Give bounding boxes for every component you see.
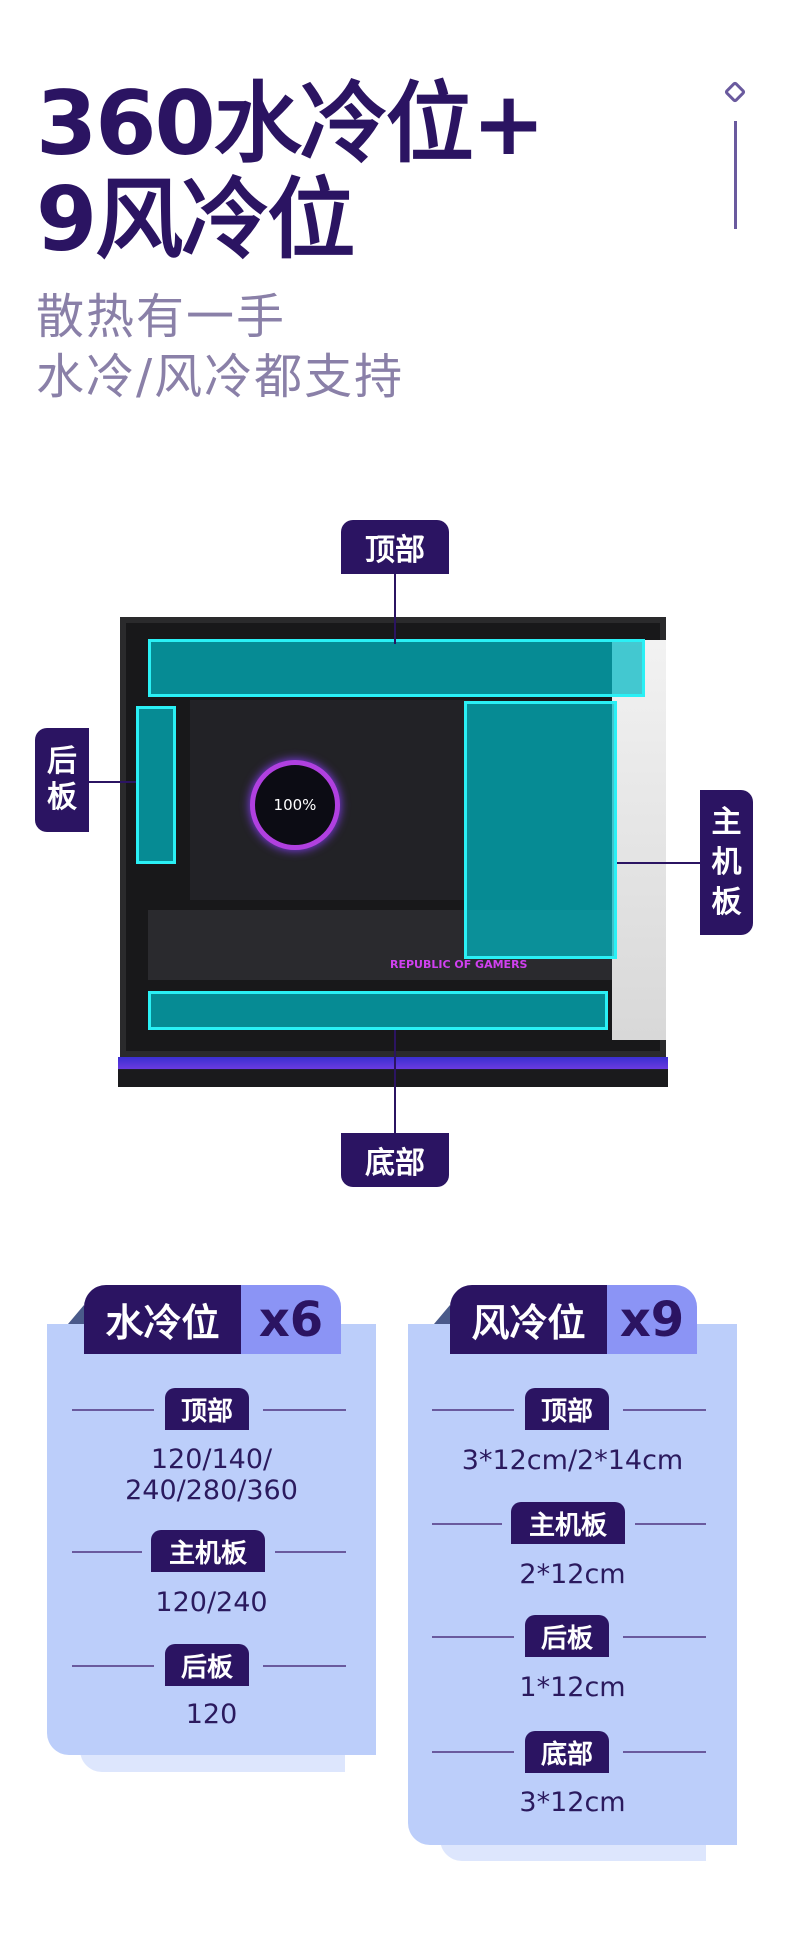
divider: [623, 1751, 706, 1753]
divider: [432, 1523, 502, 1525]
connector-top: [394, 574, 396, 644]
water-card-title: 水冷位: [84, 1285, 241, 1354]
divider: [635, 1523, 706, 1525]
divider: [623, 1409, 706, 1411]
water-value-motherboard: 120/240: [155, 1587, 268, 1618]
cooler-pump: 100%: [250, 760, 340, 850]
air-label-bottom: 底部: [525, 1731, 609, 1773]
label-mb-char1: 主: [711, 804, 742, 840]
air-card-count: x9: [607, 1285, 697, 1354]
rog-text: REPUBLIC OF GAMERS: [390, 958, 528, 971]
divider: [432, 1409, 514, 1411]
label-top: 顶部: [341, 520, 449, 574]
subtitle-line1: 散热有一手: [36, 289, 287, 345]
air-value-rear: 1*12cm: [519, 1672, 626, 1703]
water-label-motherboard: 主机板: [151, 1530, 265, 1572]
air-label-top: 顶部: [525, 1388, 609, 1430]
water-card-fold: [68, 1305, 84, 1324]
headline-line1: 360水冷位+: [36, 72, 545, 175]
divider: [72, 1409, 154, 1411]
label-rear: 后板: [35, 728, 89, 832]
air-label-motherboard: 主机板: [511, 1502, 625, 1544]
air-card-fold: [434, 1305, 450, 1324]
divider: [432, 1751, 514, 1753]
divider: [275, 1551, 346, 1553]
label-motherboard: 主机板: [700, 790, 753, 935]
water-value-rear: 120: [185, 1699, 238, 1730]
connector-bottom: [394, 1030, 396, 1133]
diamond-icon: [723, 80, 747, 104]
air-label-rear: 后板: [525, 1615, 609, 1657]
air-value-motherboard: 2*12cm: [519, 1559, 626, 1590]
divider: [72, 1665, 154, 1667]
water-value-top-2: 240/280/360: [125, 1475, 298, 1506]
label-rear-char2: 板: [47, 780, 77, 815]
case-stand: [118, 1057, 668, 1087]
water-value-top: 120/140/: [150, 1444, 273, 1475]
water-label-top: 顶部: [165, 1388, 249, 1430]
label-bottom: 底部: [341, 1133, 449, 1187]
headline-line2: 9风冷位: [36, 168, 355, 271]
label-rear-char1: 后: [47, 744, 77, 779]
motherboard-mount-zone: [464, 701, 617, 959]
connector-rear: [89, 781, 136, 783]
divider: [263, 1665, 346, 1667]
divider: [623, 1636, 706, 1638]
decor-line: [734, 121, 737, 229]
divider: [432, 1636, 514, 1638]
divider: [72, 1551, 142, 1553]
label-mb-char3: 板: [711, 884, 742, 920]
water-card-count: x6: [241, 1285, 341, 1354]
water-label-rear: 后板: [165, 1644, 249, 1686]
top-mount-zone: [148, 639, 645, 697]
air-card-title: 风冷位: [450, 1285, 607, 1354]
air-value-bottom: 3*12cm: [519, 1787, 626, 1818]
subtitle-line2: 水冷/风冷都支持: [36, 349, 405, 405]
glass-panel: [612, 640, 666, 1040]
label-mb-char2: 机: [711, 844, 742, 880]
bottom-mount-zone: [148, 991, 608, 1030]
air-value-top: 3*12cm/2*14cm: [461, 1445, 684, 1476]
rear-mount-zone: [136, 706, 176, 864]
divider: [263, 1409, 346, 1411]
connector-motherboard: [617, 862, 700, 864]
cooler-screen-text: 100%: [273, 796, 317, 814]
